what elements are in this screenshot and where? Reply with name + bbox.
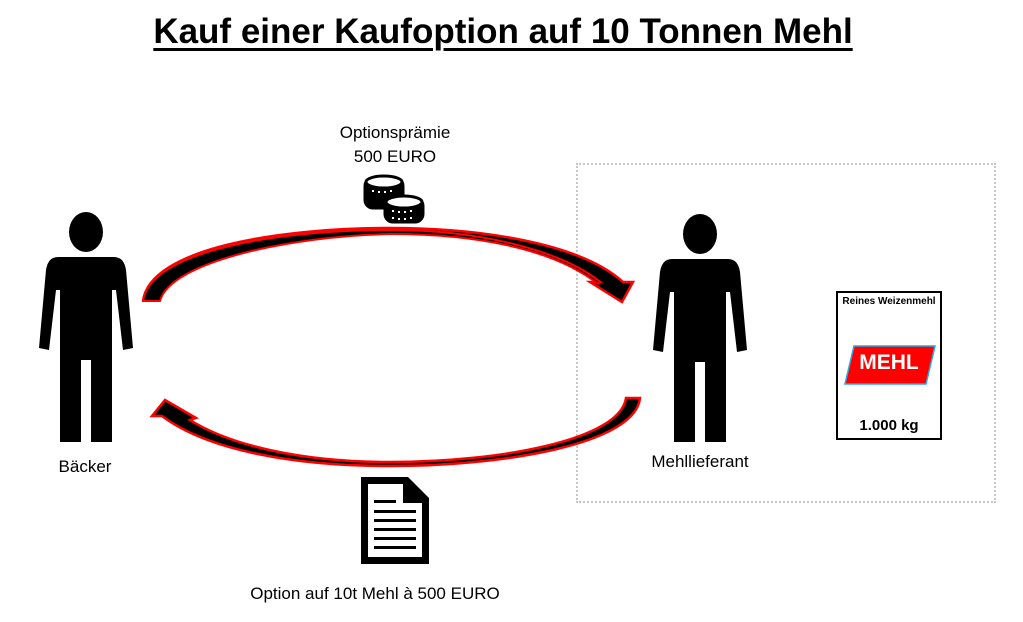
- seller-group-box: [576, 163, 996, 503]
- premium-arrow: [141, 226, 636, 304]
- premium-label: Optionsprämie 500 EURO: [300, 121, 490, 169]
- flour-weight: 1.000 kg: [859, 417, 919, 434]
- option-label: Option auf 10t Mehl à 500 EURO: [250, 584, 500, 603]
- supplier-person-icon: [653, 214, 747, 442]
- option-arrow: [149, 396, 642, 468]
- flour-brand: MEHL: [859, 351, 919, 374]
- premium-title: Optionsprämie: [339, 123, 451, 142]
- coins-icon: [363, 174, 425, 224]
- document-icon: [361, 477, 429, 564]
- diagram-title: Kauf einer Kaufoption auf 10 Tonnen Mehl: [153, 12, 853, 51]
- brand-band: [844, 345, 936, 385]
- buyer-label: Bäcker: [58, 457, 112, 476]
- seller-label: Mehllieferant: [651, 452, 749, 471]
- flour-bag: Reines Weizenmehl MEHL 1.000 kg: [836, 291, 942, 440]
- premium-amount: 500 EURO: [353, 147, 437, 166]
- flour-bag-name: Reines Weizenmehl: [842, 296, 936, 307]
- premium-arrow-body: [141, 228, 602, 302]
- baker-person-icon: [39, 212, 133, 442]
